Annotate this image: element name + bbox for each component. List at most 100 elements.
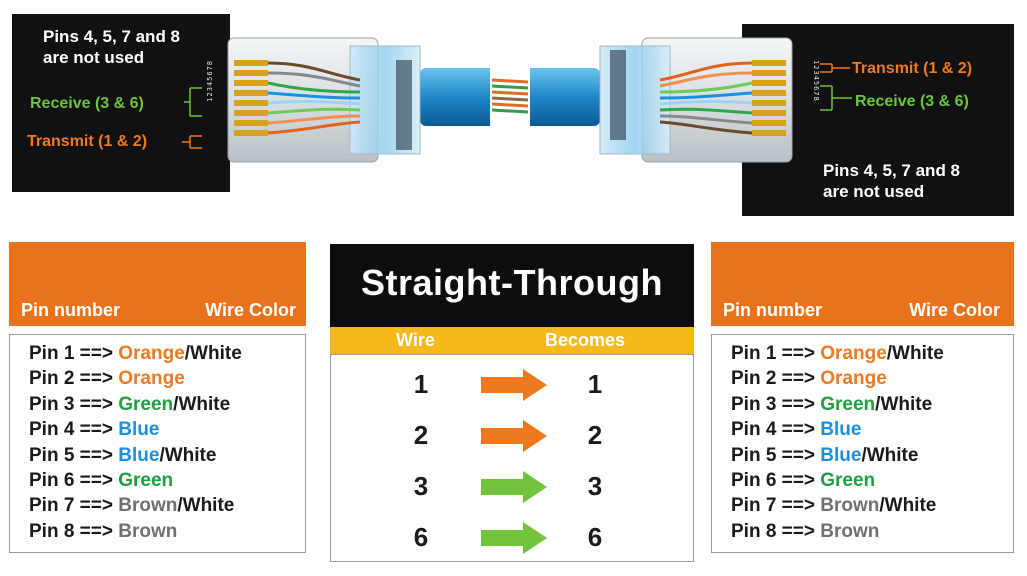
pin-row: Pin 2 ==> Orange xyxy=(731,366,1013,391)
wire-number: 1 xyxy=(413,369,429,399)
right-header-wire-color: Wire Color xyxy=(909,300,1000,320)
left-header-pin-number: Pin number xyxy=(21,300,121,320)
wire-stripe: /White xyxy=(861,444,919,466)
pin-label: Pin 8 ==> xyxy=(731,520,821,542)
wire-color-name: Orange xyxy=(118,343,185,364)
wire-color-name: Brown xyxy=(118,520,178,542)
wire-number: 3 xyxy=(413,471,429,501)
pin-row: Pin 5 ==> Blue/White xyxy=(731,443,1013,468)
wire-color-name: Brown xyxy=(820,520,880,542)
pin-row: Pin 2 ==> Orange xyxy=(29,366,305,391)
wire-color-name: Green xyxy=(118,470,174,492)
pin-row: Pin 8 ==> Brown xyxy=(29,519,305,544)
pin-label: Pin 1 ==> xyxy=(731,343,821,364)
left-bracket-lines xyxy=(182,87,202,149)
pin-row: Pin 4 ==> Blue xyxy=(731,417,1013,442)
pin-label: Pin 6 ==> xyxy=(29,470,119,492)
wire-stripe: /White xyxy=(173,393,231,415)
wire-stripe: /White xyxy=(184,343,242,364)
pin-label: Pin 5 ==> xyxy=(731,444,821,466)
right-header-pin-number: Pin number xyxy=(723,300,823,320)
header-wire: Wire xyxy=(396,330,435,350)
pin-label: Pin 6 ==> xyxy=(731,470,821,492)
pin-label: Pin 8 ==> xyxy=(29,520,119,542)
pin-label: Pin 2 ==> xyxy=(29,368,119,390)
pin-row: Pin 8 ==> Brown xyxy=(731,519,1013,544)
becomes-number: 3 xyxy=(587,471,603,501)
becomes-number: 1 xyxy=(587,369,603,399)
mapping-arrow xyxy=(481,471,547,503)
wire-color-name: Brown xyxy=(820,495,880,517)
pin-label: Pin 4 ==> xyxy=(731,419,821,441)
wire-number: 6 xyxy=(413,522,429,552)
wire-stripe: /White xyxy=(177,495,235,517)
pin-row: Pin 1 ==> Orange/White xyxy=(29,341,305,366)
pin-row: Pin 7 ==> Brown/White xyxy=(29,493,305,518)
pin-label: Pin 5 ==> xyxy=(29,444,119,466)
mapping-arrow-icon xyxy=(481,522,547,554)
pin-row: Pin 5 ==> Blue/White xyxy=(29,443,305,468)
left-unused-note: Pins 4, 5, 7 and 8 are not used xyxy=(43,27,181,67)
left-plug-panel xyxy=(12,14,230,192)
becomes-number: 6 xyxy=(587,522,603,552)
left-plug-wires xyxy=(267,61,361,135)
mapping-arrow xyxy=(481,420,547,452)
pin-row: Pin 7 ==> Brown/White xyxy=(731,493,1013,518)
wire-color-name: Orange xyxy=(118,368,185,390)
left-receive-label: Receive (3 & 6) xyxy=(30,95,144,112)
right-receive-label: Receive (3 & 6) xyxy=(855,93,969,110)
mapping-arrow-icon xyxy=(481,369,547,401)
wire-stripe: /White xyxy=(886,343,944,364)
pin-row: Pin 3 ==> Green/White xyxy=(29,392,305,417)
wire-color-name: Blue xyxy=(118,419,160,441)
wire-number: 2 xyxy=(413,420,429,450)
wire-stripe: /White xyxy=(875,393,933,415)
right-bracket-lines xyxy=(820,63,852,111)
wire-color-name: Orange xyxy=(820,343,887,364)
wire-color-name: Blue xyxy=(820,444,862,466)
straight-through-mappings: 1 1 2 2 3 3 6 6 xyxy=(330,354,694,562)
pin-label: Pin 4 ==> xyxy=(29,419,119,441)
pin-row: Pin 4 ==> Blue xyxy=(29,417,305,442)
mapping-arrow-icon xyxy=(481,471,547,503)
pin-row: Pin 1 ==> Orange/White xyxy=(731,341,1013,366)
left-table-header: Pin number Wire Color xyxy=(9,242,306,326)
right-plug-contacts xyxy=(752,60,786,136)
right-table-header: Pin number Wire Color xyxy=(711,242,1014,326)
pin-label: Pin 3 ==> xyxy=(29,393,119,415)
pin-label: Pin 7 ==> xyxy=(29,495,119,517)
wire-color-name: Green xyxy=(820,470,876,492)
cable-illustration xyxy=(227,37,793,163)
pin-label: Pin 2 ==> xyxy=(731,368,821,390)
right-plug-wires xyxy=(659,61,753,135)
wire-color-name: Orange xyxy=(820,368,887,390)
straight-through-header: Wire Becomes xyxy=(330,327,694,354)
mapping-arrow-icon xyxy=(481,420,547,452)
right-pin-digits: 12345678 xyxy=(812,60,820,102)
wire-color-name: Green xyxy=(820,393,876,415)
pin-label: Pin 7 ==> xyxy=(731,495,821,517)
left-header-wire-color: Wire Color xyxy=(205,300,296,320)
header-becomes: Becomes xyxy=(545,330,626,350)
mapping-arrow xyxy=(481,522,547,554)
pin-row: Pin 3 ==> Green/White xyxy=(731,392,1013,417)
pin-row: Pin 6 ==> Green xyxy=(731,468,1013,493)
pin-label: Pin 3 ==> xyxy=(731,393,821,415)
right-transmit-label: Transmit (1 & 2) xyxy=(852,60,973,77)
right-unused-note: Pins 4, 5, 7 and 8 are not used xyxy=(823,161,961,201)
left-plug-contacts xyxy=(234,60,268,136)
straight-through-title: Straight-Through xyxy=(361,262,663,303)
wire-color-name: Green xyxy=(118,393,174,415)
wire-stripe: /White xyxy=(879,495,937,517)
pin-label: Pin 1 ==> xyxy=(29,343,119,364)
pin-row: Pin 6 ==> Green xyxy=(29,468,305,493)
wire-stripe: /White xyxy=(159,444,217,466)
wire-color-name: Blue xyxy=(118,444,160,466)
wire-color-name: Brown xyxy=(118,495,178,517)
becomes-number: 2 xyxy=(587,420,603,450)
left-transmit-label: Transmit (1 & 2) xyxy=(27,133,148,150)
wire-color-name: Blue xyxy=(820,419,862,441)
mapping-arrow xyxy=(481,369,547,401)
